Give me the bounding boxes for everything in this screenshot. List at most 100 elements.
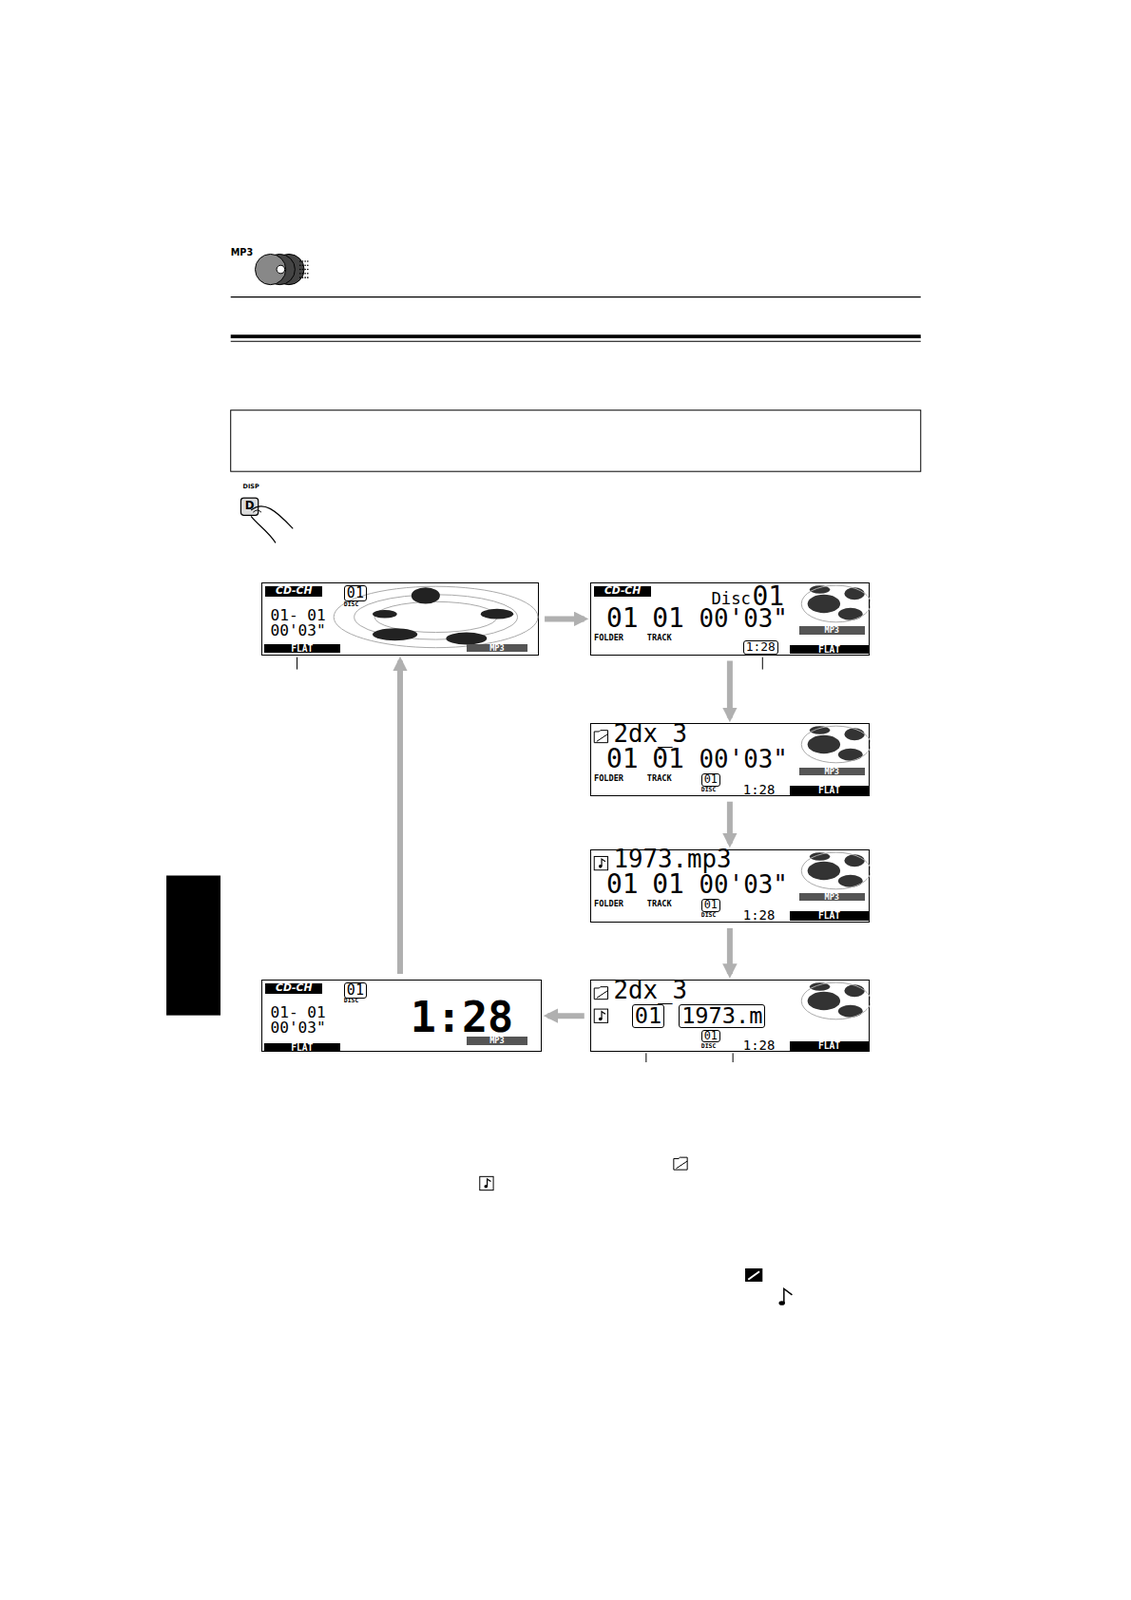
display-text: CD-CH (265, 586, 323, 597)
folder-icon-alt (747, 1271, 760, 1281)
display-text: 00'03" (270, 623, 326, 639)
display-text: 01 (651, 871, 685, 899)
animation-ring (801, 852, 871, 890)
file-icon (594, 856, 608, 870)
display-text: 01 (651, 746, 685, 773)
display-text: 01 (344, 585, 367, 602)
display-text: 1:28 (743, 909, 776, 923)
animation-blob (838, 608, 863, 621)
button-label: D (245, 500, 255, 513)
animation-ring (801, 982, 871, 1020)
dot-pattern (299, 276, 302, 279)
dot-pattern (302, 264, 305, 267)
display-text: MP3 (799, 893, 865, 902)
animation-blob (480, 609, 514, 620)
animation-blob (806, 594, 840, 614)
dot-pattern (299, 268, 302, 271)
display-text: 1973.mp3 (613, 847, 731, 873)
animation-blob (806, 861, 840, 880)
format-badge: MP3 (230, 248, 253, 258)
display-text: 00'03" (699, 607, 788, 633)
display-text: FLAT (789, 645, 869, 655)
file-icon (483, 1185, 488, 1189)
display-text: 00'03" (699, 873, 788, 899)
display-text: 00'03" (699, 747, 788, 773)
lcd-screen: CD-CHDisc01010100'03"FOLDERTRACK1:28FLAT… (590, 582, 870, 655)
dot-pattern (306, 272, 309, 275)
display-text: MP3 (799, 626, 865, 635)
header-rule (230, 296, 921, 298)
display-text: 1:28 (743, 1039, 776, 1054)
lcd-screen: 1973.mp3010100'03"FOLDERTRACK01DISC1:28F… (590, 849, 870, 923)
animation-blob (843, 984, 864, 997)
display-text: Disc (710, 591, 750, 608)
dot-pattern (306, 268, 309, 271)
folder-icon (675, 1161, 688, 1170)
disp-key (240, 498, 258, 516)
display-text: DISC (344, 601, 360, 608)
animation-blob (809, 982, 830, 992)
display-text: DISC (701, 912, 717, 919)
leader-line (762, 657, 764, 671)
flow-arrow (547, 1013, 584, 1019)
dot-pattern (302, 276, 305, 279)
display-text: FLAT (264, 644, 340, 654)
animation-blob (809, 585, 830, 595)
dot-pattern (304, 264, 307, 267)
display-text: 01- 01 (270, 608, 326, 624)
flow-arrow (727, 661, 733, 719)
display-text: 1973.m (678, 1004, 766, 1030)
display-text: 01 (606, 746, 639, 773)
display-text: 1:28 (410, 996, 515, 1039)
disc-icon (255, 253, 287, 285)
folder-icon (596, 991, 609, 999)
file-icon (598, 1017, 603, 1022)
folder-icon-alt (745, 1268, 763, 1283)
dot-pattern (302, 272, 305, 275)
animation-blob (843, 588, 864, 601)
leader-line (732, 1053, 734, 1063)
display-text: MP3 (466, 644, 528, 653)
display-text: FOLDER (594, 633, 624, 643)
display-text: 01 (701, 773, 721, 787)
animation-blob (806, 735, 840, 754)
display-text: FOLDER (594, 900, 624, 909)
display-text: 2dx_3 (613, 722, 688, 748)
animation-blob (411, 588, 441, 605)
finger (250, 506, 293, 544)
display-text: 00'03" (270, 1020, 326, 1036)
animation-blob (843, 854, 864, 867)
file-icon (479, 1176, 494, 1190)
animation-blob (372, 629, 418, 642)
leader-line (296, 657, 298, 671)
lcd-screen: CD-CH01DISC01- 0100'03"1:28FLATMP3 (261, 979, 542, 1053)
animation-ring (801, 727, 871, 765)
fingernail (252, 510, 262, 513)
flow-arrow (397, 661, 403, 976)
display-text: 01 (701, 1030, 721, 1044)
dot-pattern (306, 260, 309, 263)
animation-blob (809, 852, 830, 862)
disc-hole (276, 265, 286, 274)
section-tab (166, 875, 221, 1016)
display-text: 1:28 (743, 640, 779, 655)
display-text: TRACK (647, 900, 672, 909)
display-text: TRACK (647, 774, 672, 784)
folder-icon (594, 987, 608, 1000)
dot-pattern (299, 264, 302, 267)
animation-blob (806, 992, 840, 1011)
dot-pattern (302, 260, 305, 263)
folder-icon (596, 734, 609, 743)
leader-line (645, 1053, 647, 1063)
animation-blob (809, 727, 830, 736)
note-icon (784, 1288, 793, 1304)
dot-pattern (299, 260, 302, 263)
flow-arrow (727, 928, 733, 975)
folder-icon (594, 730, 608, 744)
flow-arrow (727, 802, 733, 844)
display-text: 01 (344, 982, 367, 999)
dot-pattern (302, 268, 305, 271)
display-text: FOLDER (594, 774, 624, 784)
